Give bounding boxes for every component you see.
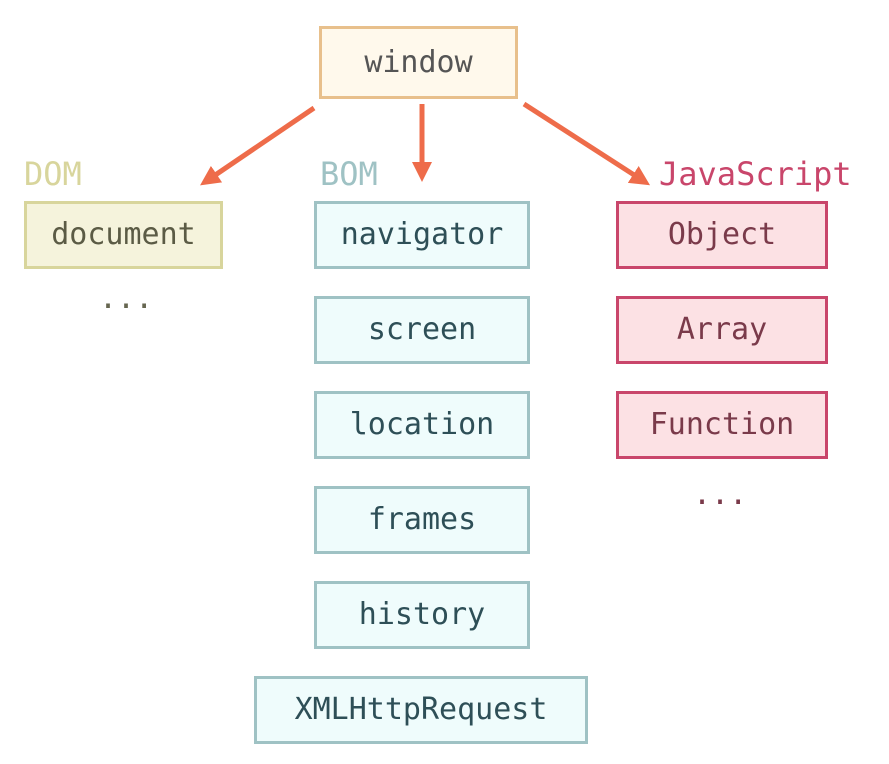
- bom-group-label: BOM: [320, 155, 378, 193]
- window-box: window: [319, 26, 518, 99]
- object-box: Object: [616, 201, 828, 269]
- screen-box: screen: [314, 296, 530, 364]
- document-box: document: [24, 201, 223, 269]
- dom-group-label: DOM: [24, 155, 82, 193]
- navigator-label: navigator: [340, 217, 504, 252]
- frames-box: frames: [314, 486, 530, 554]
- function-box: Function: [616, 391, 828, 459]
- location-box: location: [314, 391, 530, 459]
- array-box: Array: [616, 296, 828, 364]
- xmlhttprequest-box: XMLHttpRequest: [254, 676, 588, 744]
- arrow-to-dom: [200, 105, 316, 186]
- navigator-box: navigator: [314, 201, 530, 269]
- dom-more-ellipsis: ...: [99, 281, 154, 316]
- history-box: history: [314, 581, 530, 649]
- frames-label: frames: [367, 502, 477, 537]
- screen-label: screen: [367, 312, 477, 347]
- window-label: window: [364, 44, 473, 80]
- javascript-group-label: JavaScript: [659, 155, 852, 193]
- javascript-more-ellipsis: ...: [693, 477, 748, 512]
- function-label: Function: [649, 407, 795, 442]
- history-label: history: [358, 597, 486, 632]
- document-label: document: [51, 217, 196, 252]
- object-label: Object: [667, 217, 777, 252]
- array-label: Array: [676, 312, 768, 347]
- location-label: location: [349, 407, 495, 442]
- arrow-to-javascript: [522, 101, 651, 186]
- xmlhttprequest-label: XMLHttpRequest: [294, 692, 548, 727]
